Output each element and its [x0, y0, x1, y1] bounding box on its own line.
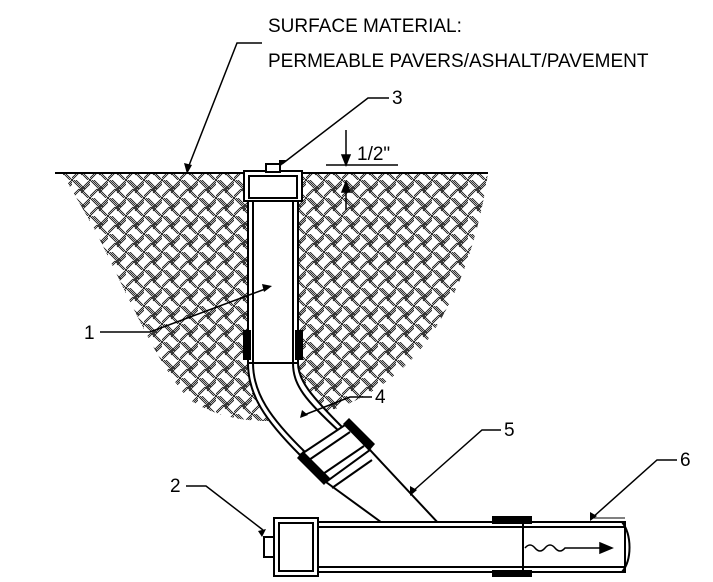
callout-5-leader [411, 429, 501, 493]
callout-5: 5 [504, 420, 515, 441]
riser-coupling-right [295, 330, 303, 360]
main-coupling-bottom [492, 570, 532, 577]
surface-note-line1: SURFACE MATERIAL: [268, 16, 462, 37]
callout-4-arrow [300, 410, 308, 418]
vertical-riser [247, 197, 299, 364]
callout-5-arrow [410, 486, 417, 496]
surface-leader-arrow [184, 163, 192, 174]
end-plug [263, 517, 319, 577]
horizontal-main-pipe [299, 521, 631, 573]
callout-4: 4 [375, 387, 386, 408]
callout-6-arrow [590, 512, 597, 521]
callout-6: 6 [680, 450, 691, 471]
surface-leader [187, 42, 262, 169]
callout-3-arrow [279, 160, 286, 168]
callout-3: 3 [392, 88, 403, 109]
riser-coupling-left [243, 330, 251, 360]
diagonal-coupling-band-b [343, 418, 375, 451]
surface-note-line2: PERMEABLE PAVERS/ASHALT/PAVEMENT [268, 51, 649, 72]
callout-1-leader [100, 287, 269, 333]
callout-1-arrow [262, 284, 272, 292]
diagonal-coupling-band-a [297, 451, 330, 485]
dimension-label: 1/2" [357, 144, 390, 165]
callout-1: 1 [84, 323, 95, 344]
callout-2-leader [186, 485, 264, 531]
callout-3-leader [281, 97, 389, 165]
callout-6-leader [591, 459, 677, 519]
dimension-marks [326, 130, 398, 210]
callout-2: 2 [170, 476, 181, 497]
callout-4-leader [303, 396, 372, 416]
flow-arrow [524, 541, 614, 555]
callout-2-arrow [258, 529, 266, 537]
cleanout-cap [243, 163, 303, 202]
main-coupling-top [492, 516, 532, 524]
